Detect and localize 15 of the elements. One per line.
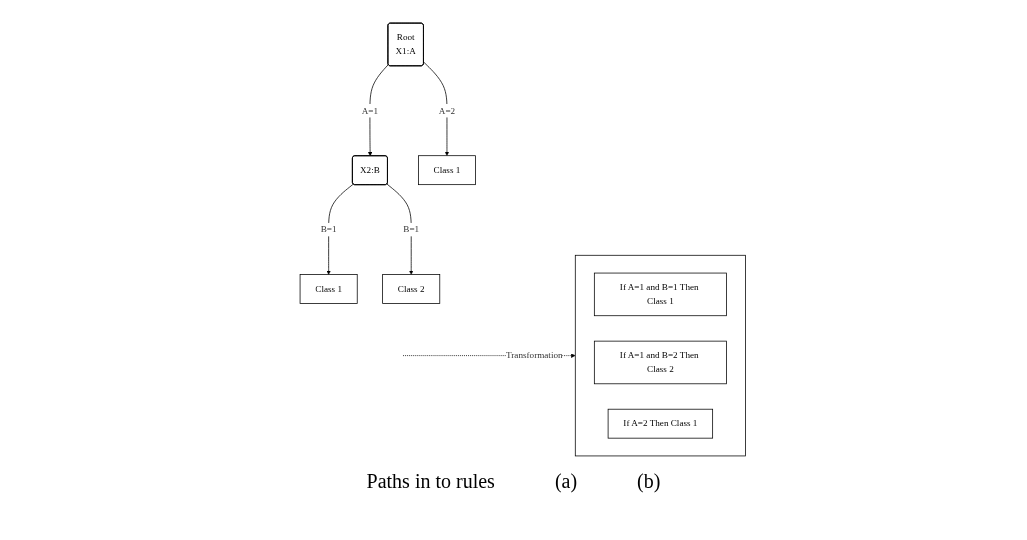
node-box: If A=2 Then Class 1	[607, 408, 713, 439]
node-box: Class 2	[381, 274, 440, 304]
edge-label: Transformation	[505, 350, 563, 361]
node-box: If A=1 and B=2 Then Class 2	[593, 340, 727, 385]
caption-label: Paths in to rules	[366, 470, 495, 493]
edge-label: B=1	[320, 224, 337, 235]
node-box: Class 1	[417, 155, 476, 186]
edge-label: A=1	[361, 105, 378, 116]
caption-label: (a)	[554, 470, 578, 493]
node-box: If A=1 and B=1 Then Class 1	[593, 272, 727, 317]
caption-label: (b)	[637, 470, 661, 493]
edge-label: A=2	[438, 105, 455, 116]
cluster	[574, 254, 746, 457]
node-box: Class 1	[299, 274, 358, 304]
edge-label: B=1	[402, 224, 419, 235]
